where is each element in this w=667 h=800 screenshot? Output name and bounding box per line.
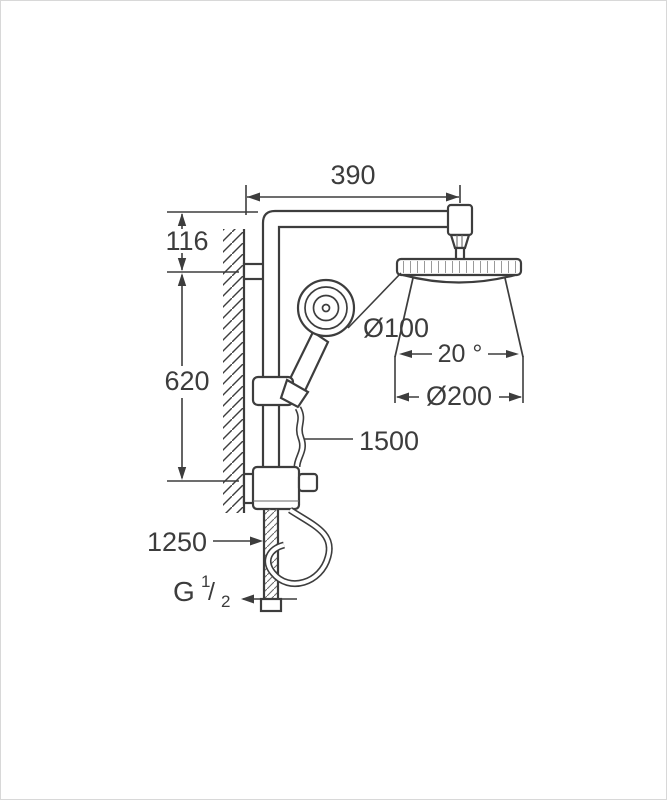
hand-shower (284, 278, 356, 399)
head-shower-fitting (446, 203, 474, 262)
thread-numerator-label: 1 (201, 572, 210, 591)
dim-supply-length-label: 1250 (147, 527, 207, 557)
shower-hose-upper (293, 406, 306, 468)
thread-denominator-label: 2 (221, 592, 230, 611)
slider-holder (251, 375, 310, 409)
diverter-body (251, 465, 319, 511)
dimension-390: 390 (245, 160, 461, 215)
dimension-spray-angle: 20 ° (399, 340, 519, 368)
dim-hand-diameter-label: Ø100 (363, 313, 429, 343)
dim-head-offset-label: 116 (165, 226, 208, 256)
dimension-hand-shower-diameter: Ø100 (347, 272, 429, 343)
thread-fitting (259, 597, 283, 613)
diverter-knob (297, 472, 319, 493)
dimension-thread: G 1 / 2 (173, 572, 297, 611)
dim-rail-length-label: 620 (164, 366, 209, 396)
wall-bracket-top (242, 262, 267, 281)
thread-prefix-label: G (173, 576, 195, 607)
dimension-116: 116 (165, 211, 258, 273)
dimension-head-diameter: Ø200 (394, 356, 524, 411)
dimension-supply-length: 1250 (147, 527, 263, 557)
dim-top-width-label: 390 (330, 160, 375, 190)
thread-slash-label: / (208, 578, 215, 606)
dim-hose-length-label: 1500 (359, 426, 419, 456)
dimension-hose-length: 1500 (304, 426, 419, 456)
head-shower (395, 257, 523, 284)
hand-shower-head (296, 278, 356, 338)
dimension-620: 620 (164, 273, 239, 482)
dim-head-diameter-label: Ø200 (426, 381, 492, 411)
shower-hose-loop (264, 507, 333, 587)
dim-spray-angle-label: 20 ° (438, 340, 483, 368)
spray-cone-lines (394, 277, 524, 358)
